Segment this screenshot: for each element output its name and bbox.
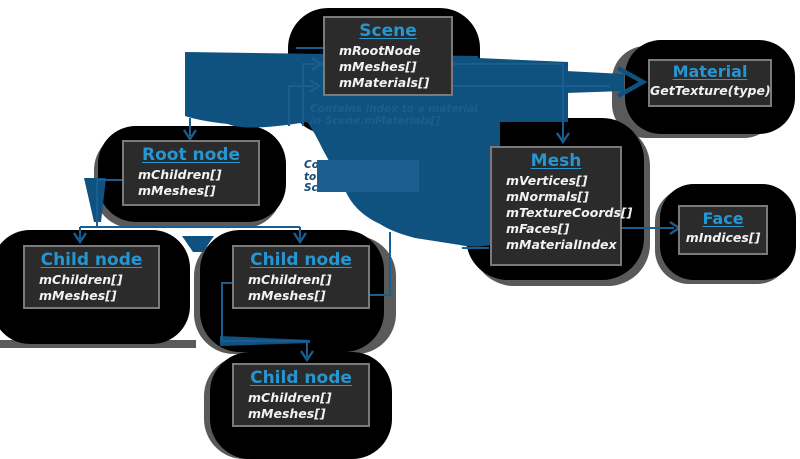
line-root-children-elbow xyxy=(96,179,122,227)
mesh-member-mfaces: mFaces[] xyxy=(506,221,570,236)
flow-band-to-material xyxy=(566,71,624,93)
connector-lines xyxy=(79,47,674,357)
node-scene: Scene mRootNode mMeshes[] mMaterials[] xyxy=(323,16,453,96)
node-mesh: Mesh mVertices[] mNormals[] mTextureCoor… xyxy=(490,146,633,266)
node-root: Root node mChildren[] mMeshes[] xyxy=(122,140,260,206)
mesh-member-mtexturecoords: mTextureCoords[] xyxy=(506,205,633,220)
node-mesh-title: Mesh xyxy=(530,151,582,171)
arrowhead-scene-materials xyxy=(309,79,322,93)
line-into-scene-meshes xyxy=(302,63,316,126)
child-middle-member-mmeshes: mMeshes[] xyxy=(248,288,326,303)
flow-tip-down xyxy=(182,236,214,252)
face-member-mindices: mIndices[] xyxy=(685,230,761,245)
node-scene-title: Scene xyxy=(359,21,417,41)
arrowhead-mesh-top xyxy=(556,132,570,145)
node-child-left-title: Child node xyxy=(40,250,143,270)
scene-member-mmaterials: mMaterials[] xyxy=(339,75,430,90)
root-member-mmeshes: mMeshes[] xyxy=(138,183,216,198)
node-child-middle-title: Child node xyxy=(250,250,352,270)
arrowhead-child-bottom-top xyxy=(300,350,314,363)
node-material: Material GetTexture(type) xyxy=(648,59,772,107)
child-middle-member-mchildren: mChildren[] xyxy=(248,272,332,287)
mesh-member-mmaterialindex: mMaterialIndex xyxy=(506,237,617,252)
line-childmid-children xyxy=(221,282,308,357)
child-left-member-mchildren: mChildren[] xyxy=(39,272,123,287)
arrowhead-child-left-top xyxy=(73,232,87,245)
node-material-title: Material xyxy=(672,62,748,81)
line-childmid-meshes-up xyxy=(370,232,391,296)
node-face: Face mIndices[] xyxy=(678,205,768,255)
mesh-member-mvertices: mVertices[] xyxy=(506,173,588,188)
arrowheads xyxy=(73,57,682,363)
arrowhead-scene-meshes xyxy=(311,57,324,71)
node-child-bottom: Child node mChildren[] mMeshes[] xyxy=(232,363,370,427)
scene-member-mmeshes: mMeshes[] xyxy=(339,59,417,74)
node-face-title: Face xyxy=(702,209,744,228)
line-into-scene-materials xyxy=(288,85,314,126)
arrowhead-child-middle-top xyxy=(293,232,307,245)
node-child-middle: Child node mChildren[] mMeshes[] xyxy=(232,245,370,309)
scene-member-mrootnode: mRootNode xyxy=(339,43,421,58)
child-left-member-mmeshes: mMeshes[] xyxy=(39,288,117,303)
node-child-bottom-title: Child node xyxy=(250,368,352,388)
node-child-left: Child node mChildren[] mMeshes[] xyxy=(23,245,160,309)
flow-upper-right xyxy=(478,58,568,122)
root-member-mchildren: mChildren[] xyxy=(138,167,222,182)
mesh-member-mnormals: mNormals[] xyxy=(506,189,589,204)
arrowhead-root-top xyxy=(183,129,197,142)
material-member-gettexture: GetTexture(type) xyxy=(650,83,771,98)
material-arrowhead xyxy=(616,66,648,98)
child-bottom-member-mchildren: mChildren[] xyxy=(248,390,332,405)
flow-occluder-rect xyxy=(317,160,419,192)
node-root-title: Root node xyxy=(142,145,240,165)
annotation-material-index: Contains index to a material in Scene.mM… xyxy=(310,103,478,127)
child-bottom-member-mmeshes: mMeshes[] xyxy=(248,406,326,421)
flow-wedge-root-left xyxy=(84,178,106,222)
